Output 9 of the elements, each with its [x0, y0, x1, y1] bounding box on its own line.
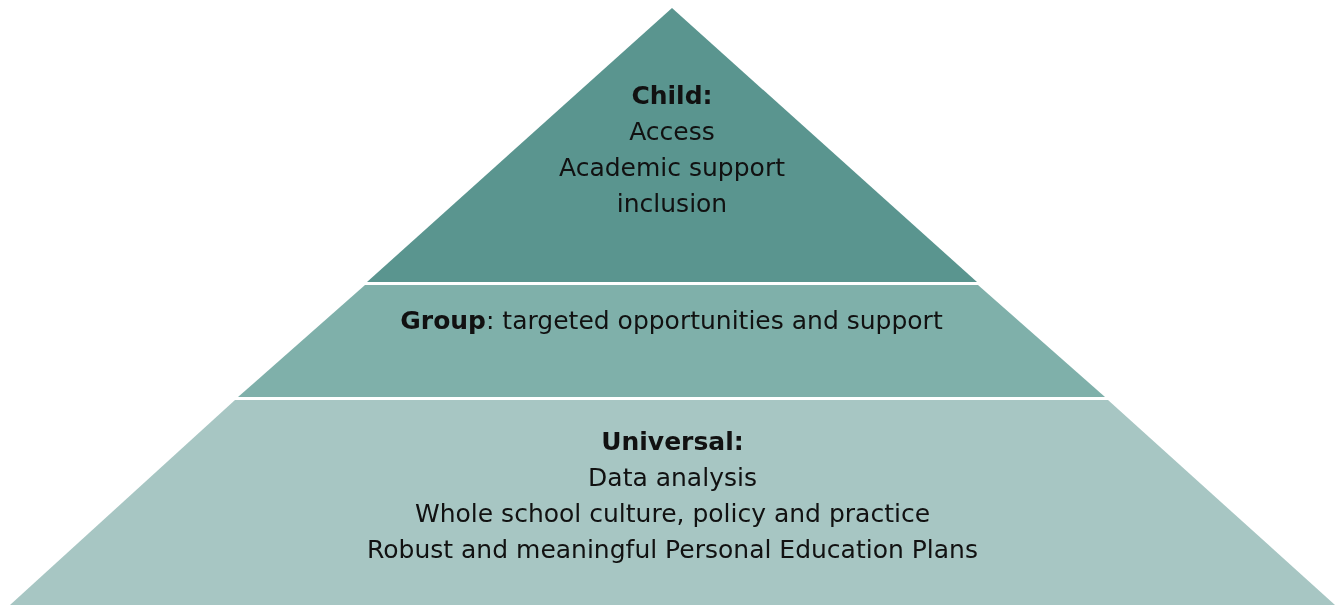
tier-text: Data analysis — [588, 462, 757, 494]
tier-text: Academic support — [559, 152, 785, 184]
tier-text: Access — [629, 116, 715, 148]
tier-text: inclusion — [616, 188, 728, 220]
tier-text: Group: targeted opportunities and support — [400, 305, 943, 337]
tier-heading: Child: — [631, 80, 713, 112]
tier-text: Whole school culture, policy and practice — [415, 498, 930, 530]
tier-text: Robust and meaningful Personal Education Plans — [367, 534, 978, 566]
tier-heading: Universal: — [601, 426, 744, 458]
